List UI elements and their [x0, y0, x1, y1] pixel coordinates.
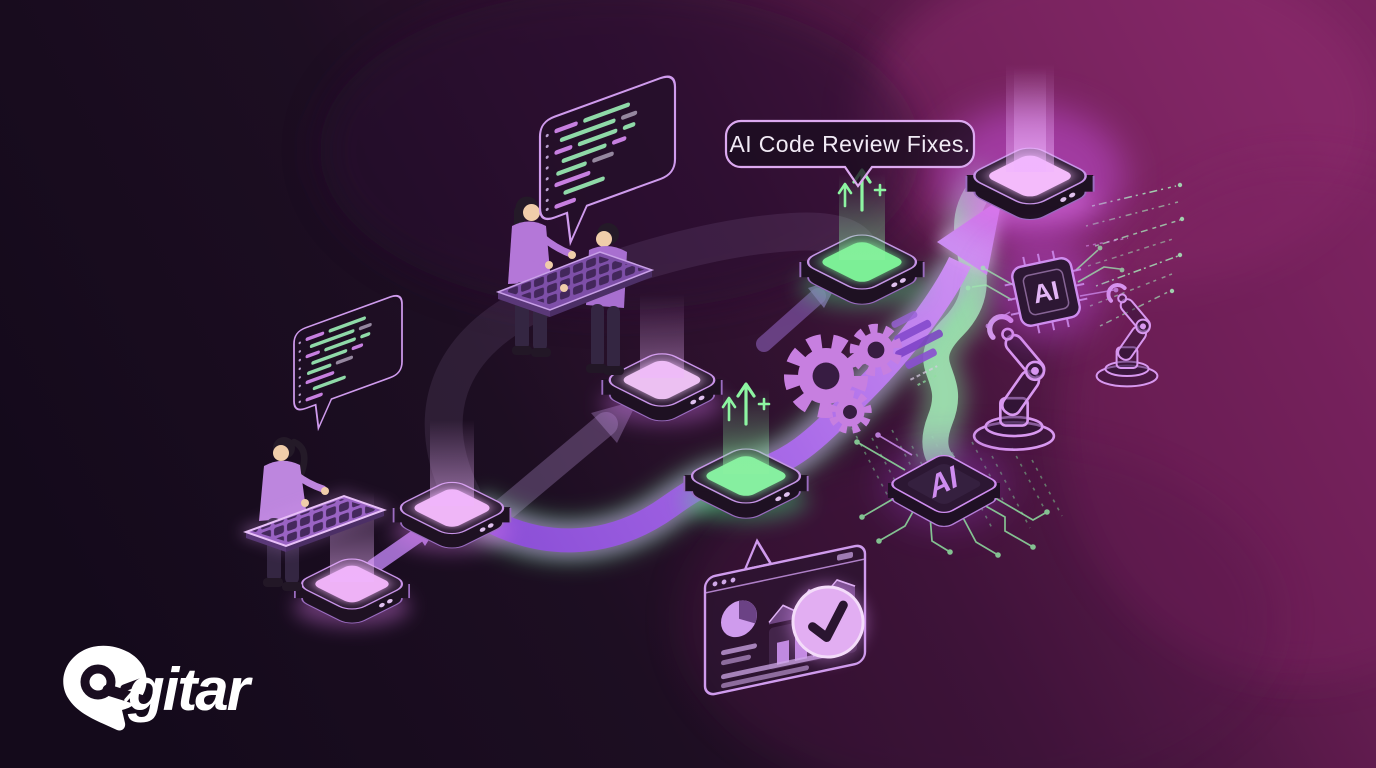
logo-text: gitar	[127, 656, 254, 723]
ai-chip-icon: AI	[1004, 250, 1088, 334]
check-badge-icon	[790, 584, 866, 660]
hand	[321, 487, 329, 495]
pipeline-nodes	[294, 64, 1125, 627]
guitar-pick-icon	[63, 645, 147, 731]
ai-chip-icon: AI	[888, 454, 1000, 527]
callout-text: AI Code Review Fixes.	[729, 131, 970, 157]
ai-chip-label: AI	[1030, 275, 1062, 310]
circuit-traces-top	[965, 245, 1125, 329]
developer-solo	[238, 437, 392, 591]
gitar-logo: gitar	[63, 645, 256, 731]
node-beam	[430, 420, 474, 506]
dashboard-card	[703, 538, 867, 696]
callout-bubble: AI Code Review Fixes.	[724, 119, 976, 188]
ai-chip-bottom-group: AI	[854, 432, 1050, 558]
ai-chip-top-group: AI	[965, 244, 1125, 340]
developer-pair	[495, 196, 655, 375]
hand	[560, 284, 568, 292]
keyboard-icon	[495, 251, 655, 317]
node-beam	[1014, 68, 1046, 172]
hand	[568, 251, 576, 259]
node-beam	[640, 294, 684, 378]
hand	[545, 261, 553, 269]
keyboard-icon	[238, 493, 392, 552]
hand	[301, 499, 309, 507]
code-ticks	[891, 310, 944, 386]
